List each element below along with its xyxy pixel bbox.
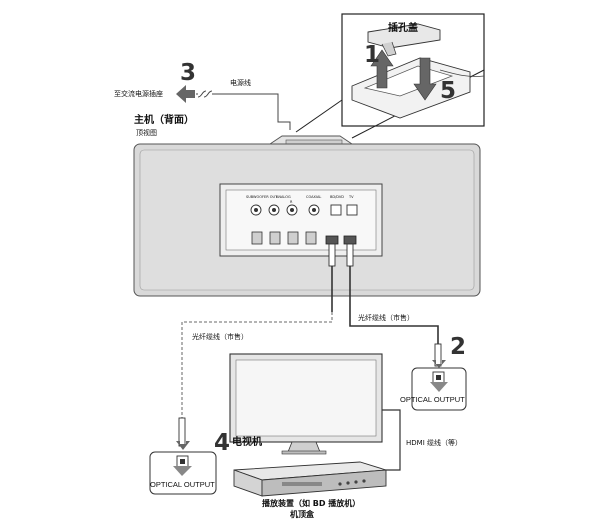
- optical-output-left-box: [149, 451, 217, 495]
- arrow-step4: [176, 441, 190, 450]
- arrow-to-outlet: [176, 85, 195, 103]
- jack-cover-label: 插孔盖: [388, 23, 418, 34]
- optical-cable-label-right: 光纤缆线（市售）: [358, 314, 414, 322]
- step2-number: 2: [450, 334, 467, 360]
- optical-output-right-box: [411, 367, 467, 411]
- jack-label-analog: ANALOG: [276, 195, 291, 199]
- hdmi-cable-label: HDMI 缆线（等）: [406, 439, 462, 447]
- ac-outlet-label: 至交流电源插座: [114, 90, 163, 98]
- jack-label-r: R: [290, 200, 293, 204]
- playback-device-illustration: [233, 461, 387, 497]
- optical-plugs: [328, 243, 354, 312]
- jack-label-tv: TV: [349, 195, 354, 199]
- playback-device-label: 播放装置（如 BD 播放机）: [262, 499, 361, 508]
- optical-cable-label-left: 光纤缆线（市售）: [192, 333, 248, 341]
- main-unit: [133, 135, 481, 297]
- set-top-box-label: 机顶盒: [290, 510, 314, 519]
- dashed-optical-cable: [181, 312, 333, 418]
- jack-label-subwoofer: SUBWOOFER OUT: [246, 195, 278, 199]
- power-cord: [196, 90, 291, 130]
- optical-output-right-label: OPTICAL OUTPUT: [400, 395, 465, 404]
- tv-illustration: [229, 353, 383, 455]
- step1-number: 1: [364, 42, 381, 68]
- main-unit-label: 主机（背面）: [134, 115, 194, 126]
- power-cord-label: 电源线: [230, 79, 251, 87]
- tv-label: 电视机: [232, 437, 262, 448]
- optical-output-left-label: OPTICAL OUTPUT: [150, 480, 215, 489]
- step3-number: 3: [180, 60, 197, 86]
- arrow-step2: [432, 360, 446, 368]
- jack-label-bd-dvd: BD/DVD: [330, 195, 344, 199]
- solid-optical-cable: [349, 302, 439, 344]
- top-view-label: 顶视图: [136, 129, 157, 137]
- step5-number: 5: [440, 78, 457, 104]
- hdmi-cable: [382, 409, 401, 471]
- jack-label-coaxial: COAXIAL: [306, 195, 322, 199]
- jack-cover-inset: [295, 13, 485, 139]
- step4-number: 4: [214, 430, 231, 456]
